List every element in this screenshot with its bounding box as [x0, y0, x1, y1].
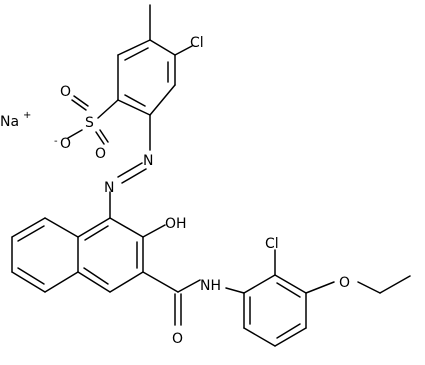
chloro-top-label: Cl — [190, 35, 204, 51]
sulfur-o-left-bond — [71, 99, 87, 111]
sulfur-o-right-bond — [95, 131, 105, 145]
azo-n1-label: N — [143, 153, 153, 169]
benzenesulfonate-ring — [117, 39, 176, 116]
naphthol-ring — [11, 217, 144, 293]
sodium-charge: + — [23, 110, 31, 121]
sulfur-o-right-bond-2 — [99, 129, 109, 143]
ring-sulfur-bond — [97, 99, 119, 119]
ether-o-label: O — [339, 275, 350, 291]
oxide-charge: - — [54, 136, 58, 147]
sulfonyl-o-left-label: O — [60, 84, 71, 100]
ether-ch2-bond — [357, 281, 381, 294]
sulfur-o-left-bond-2 — [73, 95, 89, 107]
oxide-o-label: O — [60, 136, 71, 152]
chloro-top-bond — [174, 45, 193, 56]
sulfur-label: S — [85, 115, 94, 131]
sodium-label: Na — [0, 114, 19, 130]
ring-carbonyl-bond — [142, 271, 179, 293]
amide-nh-label: NH — [200, 278, 221, 294]
azo-double-bond-a — [117, 162, 143, 178]
hydroxyl-bond — [142, 224, 166, 238]
azo-double-bond-b — [121, 168, 147, 184]
carbonyl-nh-bond — [177, 279, 201, 293]
ring-ether-bond — [305, 281, 335, 294]
ethyl-bond — [379, 275, 411, 294]
sulfonyl-o-right-label: O — [95, 146, 106, 162]
hydroxyl-label: OH — [165, 216, 187, 232]
chloroethoxyphenyl-ring — [243, 274, 307, 347]
nh-ring-bond — [225, 287, 245, 294]
azo-n2-label: N — [104, 180, 114, 196]
sulfur-oxide-bond — [67, 129, 83, 139]
carbonyl-o-label: O — [172, 331, 183, 347]
chloro-bottom-label: Cl — [265, 236, 279, 252]
